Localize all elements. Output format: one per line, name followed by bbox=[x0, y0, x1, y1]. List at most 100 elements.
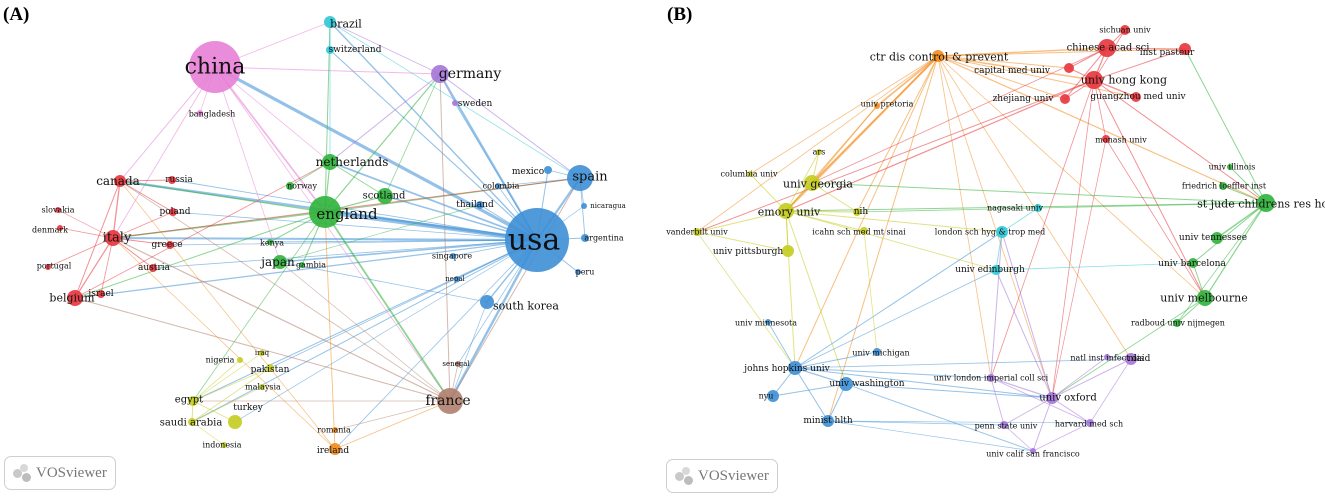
network-graph-a[interactable]: chinabrazilswitzerlandgermanyswedenbangl… bbox=[0, 0, 650, 502]
node-norway[interactable] bbox=[286, 182, 294, 190]
node-nigeria[interactable] bbox=[237, 357, 243, 363]
node-minnesota[interactable] bbox=[765, 319, 771, 325]
edge-oxford-imperial bbox=[990, 377, 1053, 399]
node-iraq[interactable] bbox=[259, 350, 265, 356]
node-label-barcelona: univ barcelona bbox=[1158, 259, 1226, 269]
node-capital[interactable] bbox=[1064, 63, 1074, 73]
node-italy[interactable] bbox=[105, 230, 121, 246]
node-gambia[interactable] bbox=[299, 262, 305, 268]
node-scotland[interactable] bbox=[377, 188, 393, 204]
edge-scotland-germany bbox=[384, 73, 441, 197]
node-slovakia[interactable] bbox=[55, 207, 61, 213]
node-israel[interactable] bbox=[97, 290, 105, 298]
node-icahn[interactable] bbox=[860, 227, 868, 235]
node-harvard[interactable] bbox=[1086, 419, 1094, 427]
edge-canada-poland bbox=[119, 180, 174, 213]
node-ireland[interactable] bbox=[329, 443, 341, 455]
node-radboud[interactable] bbox=[1173, 319, 1181, 327]
node-label-pasteur: inst pasteur bbox=[1140, 48, 1195, 58]
node-imperial[interactable] bbox=[987, 374, 995, 382]
node-nicaragua[interactable] bbox=[581, 203, 587, 209]
node-pasteur[interactable] bbox=[1179, 43, 1191, 55]
node-illinois[interactable] bbox=[1227, 164, 1233, 170]
node-washington[interactable] bbox=[839, 377, 853, 391]
node-barcelona[interactable] bbox=[1188, 258, 1198, 268]
node-china[interactable] bbox=[189, 41, 241, 93]
node-senegal[interactable] bbox=[455, 361, 461, 367]
node-oxford[interactable] bbox=[1046, 392, 1058, 404]
node-ars[interactable] bbox=[816, 149, 822, 155]
node-austria[interactable] bbox=[149, 264, 157, 272]
node-germany[interactable] bbox=[431, 65, 449, 83]
node-edinburgh[interactable] bbox=[991, 265, 1001, 275]
node-niaid[interactable] bbox=[1125, 353, 1137, 365]
node-pittsburgh[interactable] bbox=[782, 245, 794, 257]
node-brazil[interactable] bbox=[324, 16, 336, 28]
node-pretoria[interactable] bbox=[874, 103, 880, 109]
node-malaysia[interactable] bbox=[259, 384, 265, 390]
node-japan[interactable] bbox=[273, 255, 287, 269]
node-stjude[interactable] bbox=[1257, 194, 1275, 212]
node-denmark[interactable] bbox=[57, 225, 63, 231]
node-saudiarabia[interactable] bbox=[188, 418, 196, 426]
node-southkorea[interactable] bbox=[480, 295, 494, 309]
node-thailand[interactable] bbox=[476, 201, 484, 209]
node-bangladesh[interactable] bbox=[197, 110, 203, 116]
node-jhu[interactable] bbox=[788, 361, 802, 375]
node-cas[interactable] bbox=[1098, 39, 1116, 57]
node-poland[interactable] bbox=[169, 208, 177, 216]
node-pakistan[interactable] bbox=[266, 364, 274, 372]
node-netherlands[interactable] bbox=[322, 154, 338, 170]
node-portugal[interactable] bbox=[45, 264, 51, 270]
node-nih[interactable] bbox=[853, 208, 861, 216]
node-pennstate[interactable] bbox=[1000, 421, 1008, 429]
node-sichuan[interactable] bbox=[1120, 25, 1130, 35]
node-sweden[interactable] bbox=[452, 100, 458, 106]
node-michigan[interactable] bbox=[873, 348, 881, 356]
node-ucsf[interactable] bbox=[1030, 448, 1036, 454]
node-russia[interactable] bbox=[168, 176, 176, 184]
node-kenya[interactable] bbox=[267, 239, 273, 245]
node-mexico[interactable] bbox=[544, 166, 552, 174]
node-monash[interactable] bbox=[1102, 135, 1110, 143]
node-label-capital: capital med univ bbox=[974, 66, 1051, 76]
node-guangzhou[interactable] bbox=[1131, 92, 1141, 102]
node-nagasaki[interactable] bbox=[1034, 204, 1042, 212]
node-turkey[interactable] bbox=[228, 415, 242, 429]
node-minist[interactable] bbox=[822, 415, 834, 427]
node-emory[interactable] bbox=[778, 203, 794, 219]
node-niid[interactable] bbox=[1104, 354, 1110, 360]
node-label-usa: usa bbox=[508, 223, 561, 258]
node-indonesia[interactable] bbox=[221, 442, 227, 448]
edge-minist-ucsf bbox=[827, 420, 1034, 452]
node-cdc[interactable] bbox=[932, 50, 944, 62]
node-canada[interactable] bbox=[114, 175, 126, 187]
node-spain[interactable] bbox=[567, 165, 593, 191]
node-label-poland: poland bbox=[160, 207, 191, 217]
node-argentina[interactable] bbox=[581, 234, 589, 242]
node-belgium[interactable] bbox=[67, 290, 83, 306]
node-hku[interactable] bbox=[1085, 71, 1103, 89]
node-singapore[interactable] bbox=[450, 253, 456, 259]
node-france[interactable] bbox=[437, 388, 463, 414]
node-melbourne[interactable] bbox=[1197, 290, 1213, 306]
node-lshtm[interactable] bbox=[996, 226, 1008, 238]
node-vanderbilt[interactable] bbox=[693, 228, 701, 236]
node-loeffler[interactable] bbox=[1219, 182, 1227, 190]
node-columbia[interactable] bbox=[747, 171, 753, 177]
node-colombia[interactable] bbox=[495, 183, 501, 189]
node-zhejiang[interactable] bbox=[1060, 94, 1070, 104]
node-nyu[interactable] bbox=[767, 390, 779, 402]
node-greece[interactable] bbox=[166, 241, 174, 249]
node-peru[interactable] bbox=[575, 269, 581, 275]
node-nepal[interactable] bbox=[454, 276, 460, 282]
node-romania[interactable] bbox=[332, 427, 338, 433]
node-tennessee[interactable] bbox=[1211, 232, 1223, 244]
node-georgia[interactable] bbox=[804, 175, 820, 191]
node-usa[interactable] bbox=[505, 208, 569, 272]
node-egypt[interactable] bbox=[188, 396, 198, 406]
node-switzerland[interactable] bbox=[326, 46, 334, 54]
node-label-nepal: nepal bbox=[445, 275, 465, 283]
node-england[interactable] bbox=[309, 196, 341, 228]
